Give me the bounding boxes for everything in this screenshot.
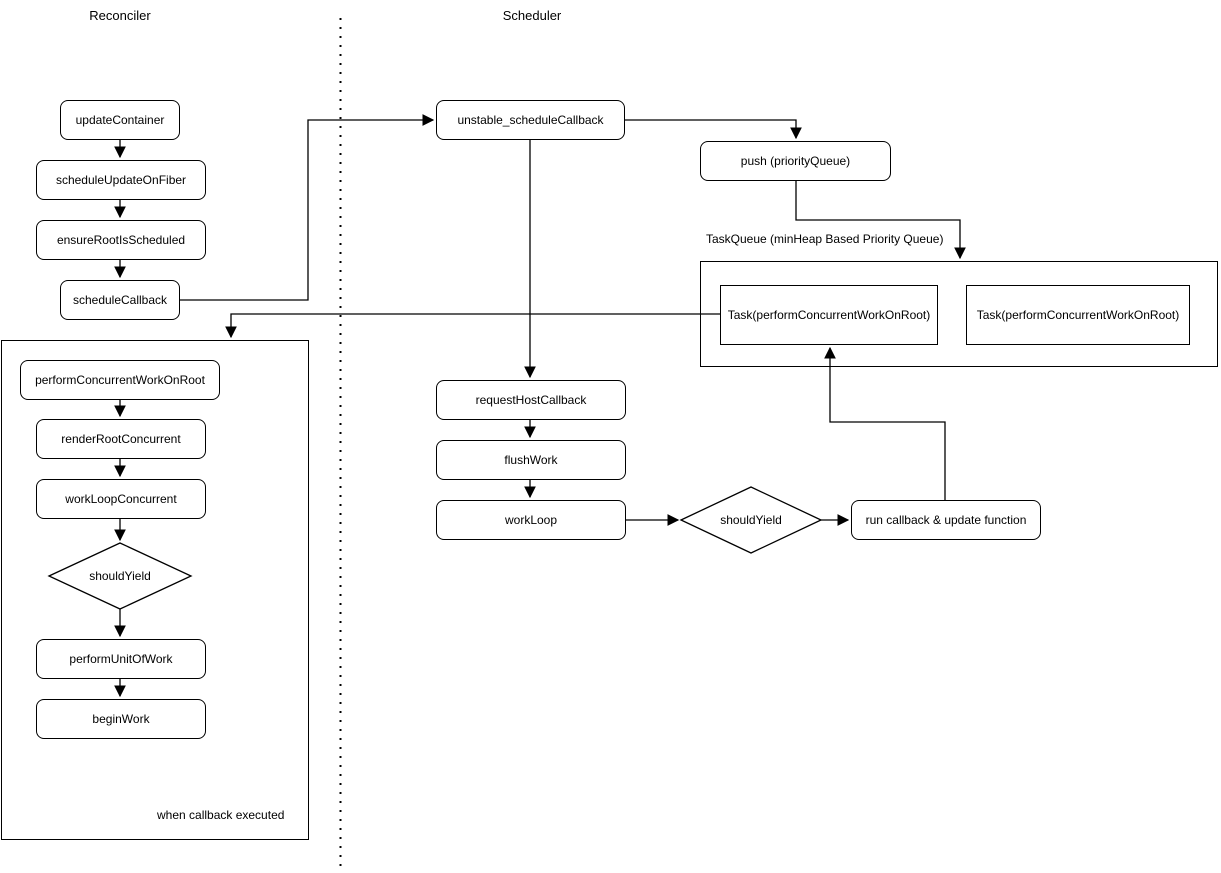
taskqueue-task-2: Task(performConcurrentWorkOnRoot)	[966, 285, 1190, 345]
node-performunitofwork: performUnitOfWork	[36, 639, 206, 679]
node-unstable-schedulecallback: unstable_scheduleCallback	[436, 100, 625, 140]
taskqueue-task-1: Task(performConcurrentWorkOnRoot)	[720, 285, 938, 345]
node-performconcurrentworkonroot: performConcurrentWorkOnRoot	[20, 360, 220, 400]
node-workloopconcurrent: workLoopConcurrent	[36, 479, 206, 519]
node-requesthostcallback: requestHostCallback	[436, 380, 626, 420]
edge-push-to-taskqueue	[795, 181, 966, 260]
reconciler-shouldyield-diamond	[47, 542, 193, 610]
edge-schedulecallback-to-unstable	[180, 114, 435, 301]
node-runcallback-update: run callback & update function	[851, 500, 1041, 540]
scheduler-section-title: Scheduler	[502, 8, 562, 23]
node-flushwork: flushWork	[436, 440, 626, 480]
edge-task1-to-callbackbox	[225, 313, 720, 339]
node-scheduleupdateonfiber: scheduleUpdateOnFiber	[36, 160, 206, 200]
taskqueue-label: TaskQueue (minHeap Based Priority Queue)	[706, 232, 944, 246]
reconciler-section-title: Reconciler	[89, 8, 151, 23]
callback-executed-caption: when callback executed	[157, 808, 285, 822]
node-schedulecallback: scheduleCallback	[60, 280, 180, 320]
node-workloop: workLoop	[436, 500, 626, 540]
edge-unstable-to-push	[625, 119, 802, 140]
node-updatecontainer: updateContainer	[60, 100, 180, 140]
node-beginwork: beginWork	[36, 699, 206, 739]
node-renderrootconcurrent: renderRootConcurrent	[36, 419, 206, 459]
node-ensurerootisscheduled: ensureRootIsScheduled	[36, 220, 206, 260]
node-push-priorityqueue: push (priorityQueue)	[700, 141, 891, 181]
callback-executed-container	[1, 340, 309, 840]
scheduler-shouldyield-diamond	[679, 486, 823, 554]
taskqueue-container	[700, 261, 1218, 367]
edge-runcallback-to-task1	[824, 346, 946, 500]
